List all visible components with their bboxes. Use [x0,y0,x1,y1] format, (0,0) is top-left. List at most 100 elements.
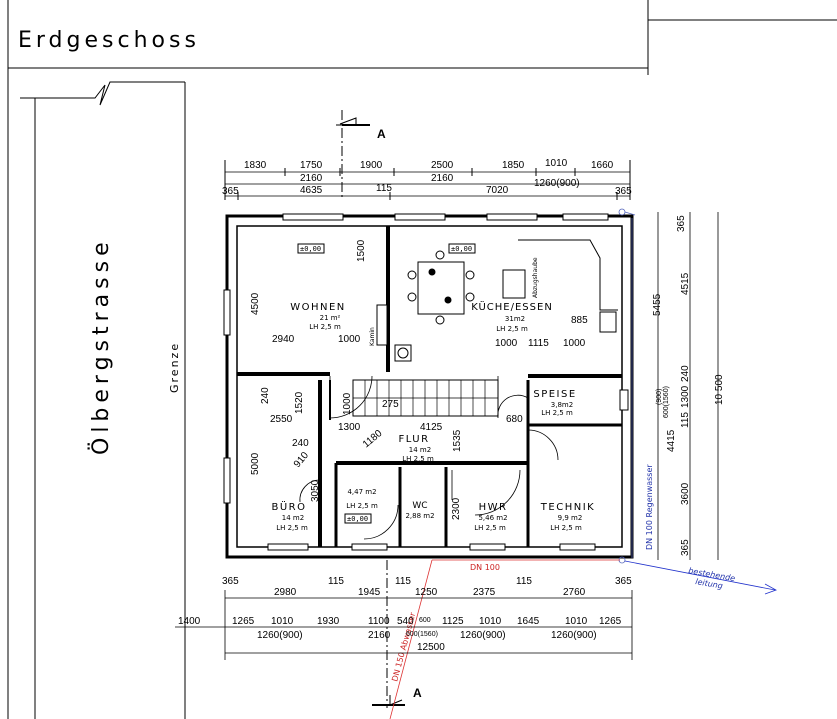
dim-3050: 3050 [310,479,321,502]
dim-b-2760: 2760 [563,587,586,598]
dim-b-1250: 1250 [415,587,438,598]
abzug-label: Abzugshaube [532,257,539,298]
dim-r-1300: 1300 [680,385,691,408]
dn100-rw-label: DN 100 Regenwasser [645,464,654,550]
dim-240a: 240 [260,387,271,404]
dim-b-365a: 365 [222,576,239,587]
dim-b-2980: 2980 [274,587,297,598]
dim-275: 275 [382,399,399,410]
dim-b-1260c: 1260(900) [551,630,597,641]
room-hwr-lh: LH 2,5 m [474,524,506,532]
dim-b-115a: 115 [328,576,344,587]
dim-top-4635: 4635 [300,185,323,196]
dim-b-1400: 1400 [178,616,201,627]
dim-top-2160b: 2160 [431,173,454,184]
dim-top-1: 1830 [244,160,267,171]
kitchen-counter [394,239,618,362]
section-marker-top [336,110,370,200]
dim-b-2160: 2160 [368,630,391,641]
room-technik-area: 9,9 m2 [558,514,583,522]
dim-b-600-1560: 600(1560) [406,631,438,638]
dim-r-3600: 3600 [680,482,691,505]
doors [299,375,559,540]
dim-1000a: 1000 [338,334,361,345]
room-buero: BÜRO [272,500,307,513]
dim-b-1100: 1100 [368,616,390,627]
room-buero-area: 14 m2 [282,514,304,522]
dim-1000d: 1000 [342,392,353,415]
dim-b-1265b: 1265 [599,616,622,627]
dim-b-1125: 1125 [442,616,464,627]
dim-top-6: 1010 [545,158,568,169]
dim-top-2160a: 2160 [300,173,323,184]
room-hwr: HWR [479,502,508,513]
dim-b-1010c: 1010 [565,616,588,627]
dim-885: 885 [571,315,588,326]
room-wc-area: 2,88 m2 [405,512,434,520]
room-bad-lh: LH 2,5 m [346,502,378,510]
dim-1520: 1520 [294,391,305,414]
windows [223,213,629,551]
boundary-label: Grenze [168,342,181,393]
room-wohnen: WOHNEN [290,302,346,313]
dim-240b: 240 [292,438,309,449]
level-tag-wohnen: ±0,00 [300,245,321,253]
dim-b-115b: 115 [395,576,411,587]
dim-680: 680 [506,414,523,425]
dim-r-240: 240 [680,365,691,382]
dim-top-3: 1900 [360,160,383,171]
dim-b-1945: 1945 [358,587,381,598]
room-speise-area: 3,8m2 [551,401,573,409]
dim-r-900: (900) [656,389,663,405]
dim-5000: 5000 [250,452,261,475]
dim-b-1645: 1645 [517,616,540,627]
stair-treads [353,380,498,416]
room-speise-lh: LH 2,5 m [541,409,573,417]
dim-top-7020: 7020 [486,185,509,196]
dim-b-1010b: 1010 [479,616,502,627]
dim-b-2375: 2375 [473,587,496,598]
dim-top-1260: 1260(900) [534,178,580,189]
room-hwr-area: 5,46 m2 [478,514,507,522]
room-kueche: KÜCHE/ESSEN [471,300,553,313]
fireplace [376,304,388,346]
room-technik-lh: LH 2,5 m [550,524,582,532]
dim-b-600: 600 [419,617,431,624]
room-flur-lh: LH 2,5 m [402,455,434,463]
dim-lines-bottom [175,590,633,660]
room-labels: WOHNEN 21 m² LH 2,5 m KÜCHE/ESSEN 31m2 L… [272,300,594,532]
dim-b-365b: 365 [615,576,632,587]
dim-1300: 1300 [338,422,361,433]
dim-b-540: 540 [397,616,414,627]
dim-r-10500: 10 500 [714,374,725,405]
dim-b-1260b: 1260(900) [460,630,506,641]
dim-1000c: 1000 [563,338,586,349]
dim-2300: 2300 [451,497,462,520]
dim-r-115: 115 [680,412,691,428]
section-a-top: A [377,127,386,141]
page-title: Erdgeschoss [18,28,200,53]
room-kueche-area: 31m2 [505,315,525,323]
dim-4125: 4125 [420,422,443,433]
kamin-label: Kamin [369,327,376,346]
level-tags: ±0,00 ±0,00 ±0,00 [297,243,476,524]
room-kueche-lh: LH 2,5 m [496,325,528,333]
street-name: Ölbergstrasse [88,237,114,455]
room-wohnen-area: 21 m² [320,314,341,322]
dim-lines-top [224,160,631,200]
room-flur-area: 14 m2 [409,446,431,454]
dining-table [407,250,475,325]
dim-top-365b: 365 [615,186,632,197]
dim-1535: 1535 [452,429,463,452]
drain-pipes [389,208,777,719]
dn100-label: DN 100 [470,563,500,572]
section-a-bottom: A [413,686,422,700]
dim-top-5: 1850 [502,160,525,171]
dim-910: 910 [292,450,311,470]
room-bad-area: 4,47 m2 [347,488,376,496]
dim-top-365a: 365 [222,186,239,197]
dim-b-1010a: 1010 [271,616,294,627]
dim-b-1265a: 1265 [232,616,255,627]
room-flur: FLUR [398,434,429,445]
